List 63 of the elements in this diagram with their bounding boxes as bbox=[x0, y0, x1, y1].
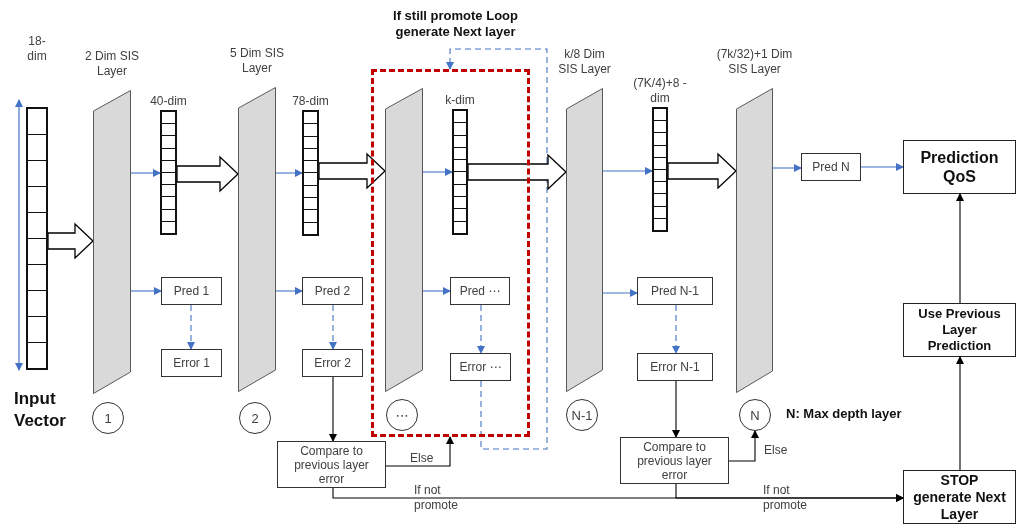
arrow bbox=[772, 164, 802, 172]
result-box: Prediction QoS bbox=[903, 140, 1016, 194]
dim-label: 78-dim bbox=[291, 94, 330, 109]
arrow bbox=[956, 356, 964, 471]
arrow bbox=[728, 430, 759, 462]
edge-label: Else bbox=[764, 443, 789, 458]
arrow bbox=[130, 287, 162, 295]
block-arrow bbox=[667, 152, 737, 190]
process-box: Compare to previous layer error bbox=[620, 437, 729, 484]
process-box: Pred ⋯ bbox=[450, 277, 510, 305]
block-arrow bbox=[176, 155, 239, 193]
arrow bbox=[956, 193, 964, 304]
dashed-arrow bbox=[446, 48, 548, 450]
process-box: Pred 2 bbox=[302, 277, 363, 305]
layer-heading: 2 Dim SIS Layer bbox=[84, 49, 140, 79]
arrow bbox=[602, 167, 653, 175]
dim-label: (7K/4)+8 -dim bbox=[633, 76, 687, 106]
block-arrow bbox=[47, 222, 94, 260]
result-box: STOP generate Next Layer bbox=[903, 470, 1016, 524]
loop-frame bbox=[371, 69, 530, 437]
arrow bbox=[275, 169, 303, 177]
arrow bbox=[860, 163, 904, 171]
arrow bbox=[602, 289, 638, 297]
arrow bbox=[422, 287, 451, 295]
layer-number-circle: ⋯ bbox=[386, 399, 418, 431]
process-box: Pred 1 bbox=[161, 277, 222, 305]
dashed-arrow bbox=[329, 304, 337, 350]
process-box: Compare to previous layer error bbox=[277, 441, 386, 488]
process-box: Pred N bbox=[801, 153, 861, 181]
dashed-arrow bbox=[672, 304, 680, 354]
process-box: Error 1 bbox=[161, 349, 222, 377]
dim-label: 40-dim bbox=[149, 94, 188, 109]
arrow bbox=[672, 380, 680, 438]
arrow bbox=[329, 376, 337, 442]
note-text: N: Max depth layer bbox=[786, 406, 902, 421]
dim-label: 18-dim bbox=[26, 34, 48, 64]
layer-heading: (7k/32)+1 Dim SIS Layer bbox=[715, 47, 794, 77]
arrow bbox=[422, 168, 453, 176]
layer-number-circle: 1 bbox=[92, 402, 124, 434]
layer-heading: 5 Dim SIS Layer bbox=[229, 46, 285, 76]
result-box: Use Previous Layer Prediction bbox=[903, 303, 1016, 357]
block-arrow bbox=[467, 153, 567, 191]
input-caption: Input Vector bbox=[14, 388, 67, 432]
arrow bbox=[385, 436, 454, 467]
edge-label: If not promote bbox=[763, 483, 807, 513]
layer-number-circle: N-1 bbox=[566, 399, 598, 431]
dashed-arrow bbox=[187, 304, 195, 350]
layer-number-circle: N bbox=[739, 399, 771, 431]
process-box: Error 2 bbox=[302, 349, 363, 377]
process-box: Error ⋯ bbox=[450, 353, 511, 381]
arrow bbox=[675, 483, 904, 502]
layer-number-circle: 2 bbox=[239, 402, 271, 434]
process-box: Pred N-1 bbox=[637, 277, 713, 305]
block-arrow bbox=[318, 152, 386, 190]
edge-label: Else bbox=[410, 451, 435, 466]
edge-label: If still promote Loop generate Next layer bbox=[392, 8, 519, 40]
edge-label: If not promote bbox=[414, 483, 458, 513]
arrow bbox=[130, 169, 161, 177]
dim-label: k-dim bbox=[444, 93, 476, 108]
process-box: Error N-1 bbox=[637, 353, 713, 381]
arrow bbox=[275, 287, 303, 295]
layer-heading: k/8 Dim SIS Layer bbox=[557, 47, 612, 77]
dashed-arrow bbox=[477, 304, 485, 354]
